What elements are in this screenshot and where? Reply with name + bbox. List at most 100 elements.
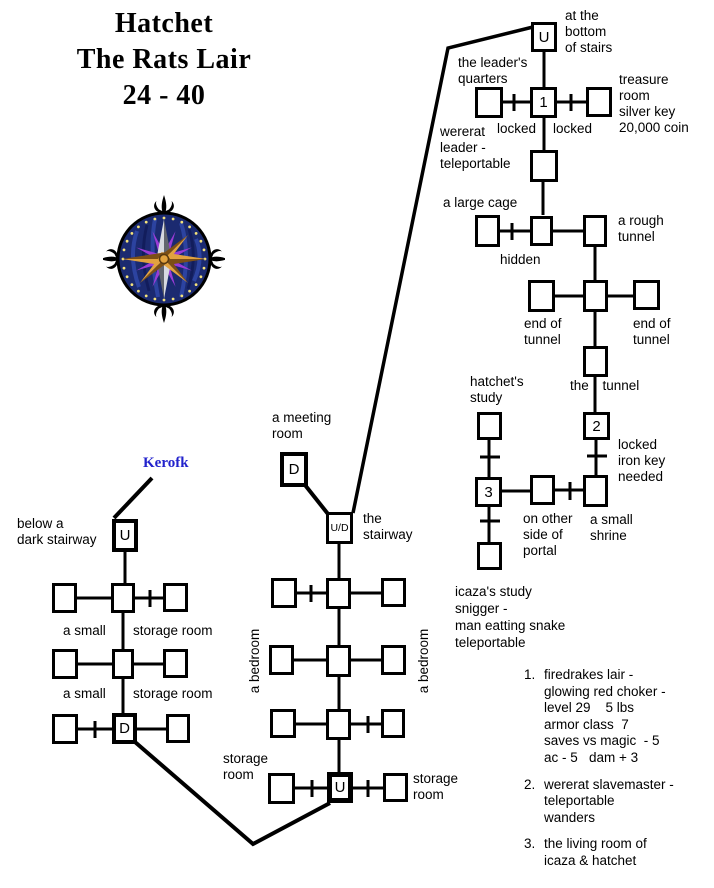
compass-rose-icon [103,195,225,323]
label-the-tunnel: the tunnel [570,378,640,393]
compass-rim-dot [202,266,206,270]
label-locked-west: locked [497,121,537,136]
compass-rim-dot [194,232,198,235]
room-cage-hub [530,216,553,246]
compass-rim-dot [137,289,140,293]
room-meeting-room-d: D [280,452,308,487]
room-mid-row2-east [381,645,406,675]
room-treasure-room [586,87,612,117]
room-icazas-study-room [477,542,502,570]
room-large-cage [475,215,500,247]
room-letter: 1 [539,94,548,111]
label-a-small-2: a small [63,686,106,701]
room-mid-row4-west [268,773,295,804]
basement-link [133,740,331,847]
room-the-tunnel-room [583,346,608,377]
room-u-dark-stairway: U [112,519,138,552]
room-letter: U [334,779,346,796]
map-title: Hatchet The Rats Lair 24 - 40 [18,6,310,114]
compass-rim-dot [162,298,166,302]
label-kerofk: Kerofk [143,455,189,471]
compass-rim-dot [199,275,203,279]
room-letter: D [288,461,300,478]
compass-rim-dot [125,239,129,243]
room-mid-row2-center [326,645,351,677]
room-mid-row3-center [326,709,351,740]
compass-rim-dot [144,294,148,298]
room-letter: U [538,28,550,46]
compass-rim-dot [130,232,134,235]
room-mid-row1-center [326,578,351,609]
legend-item-number: 1. [524,667,536,682]
compass-rim-dot [180,220,184,224]
room-letter: 3 [484,483,493,501]
label-locked-east: locked [553,121,593,136]
room-letter: 2 [592,417,601,435]
map-title-line1: Hatchet [114,8,214,39]
compass-rim-dot [137,225,140,229]
compass-rim-dot [122,248,126,252]
compass-rim-dot [188,289,191,293]
room-mid-row2-west [269,645,294,675]
stairs-link-long [351,25,534,514]
label-bedroom-west: a bedroom [247,628,262,694]
room-mid-row3-east [381,709,405,738]
legend-item-text: firedrakes lair -glowing red choker -lev… [544,667,666,765]
meeting-stairway-link [303,483,330,516]
compass-rim-dot [130,283,134,286]
compass-rim-dot [171,217,175,221]
room-mid-row4-east [383,773,408,802]
compass-rim-dot [122,266,126,270]
room-left-row3-west [52,714,78,744]
room-tunnel-junction [583,280,608,312]
compass-rim-dot [153,217,157,221]
room-end-tunnel-east [633,280,660,310]
label-a-large-cage: a large cage [443,195,518,210]
room-hatchets-study-room [477,412,502,440]
legend-item-number: 2. [524,776,536,792]
label-bedroom-east: a bedroom [416,628,431,694]
compass-rim-dot [144,220,148,224]
room-small-shrine-room [583,475,608,507]
compass-rim-dot [162,216,166,220]
room-left-row1-east [163,583,188,612]
room-mid-row1-west [271,578,297,608]
compass-rim-dot [202,248,206,252]
room-left-row2-west [52,649,78,679]
room-antechamber [530,150,558,182]
room-u-at-bottom-of-stairs: U [531,22,557,52]
room-room-2: 2 [583,412,610,440]
room-mid-row3-west [270,709,296,738]
label-storage-room-1: storage room [133,623,213,638]
room-u-storage-hub: U [327,772,353,803]
room-letter: U [119,527,131,544]
label-hidden: hidden [500,252,541,267]
room-d-room-left: D [112,713,137,744]
room-letter: D [119,720,130,737]
compass-rim-dot [125,275,129,279]
kerofk-pointer [112,476,154,520]
label-storage-room-2: storage room [133,686,213,701]
room-rough-tunnel [583,215,607,247]
